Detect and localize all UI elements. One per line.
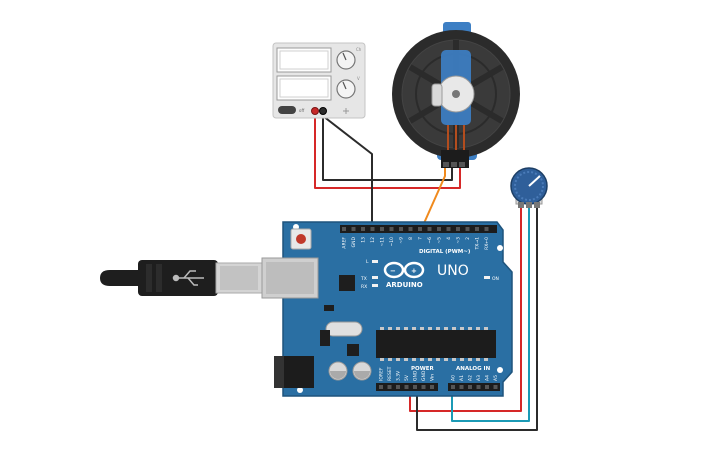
wire-pot-black[interactable] bbox=[416, 203, 538, 431]
analog-pin-label: A4 bbox=[485, 375, 491, 381]
knob1-label: Ch bbox=[356, 47, 362, 52]
arduino-uno-board[interactable]: L TX RX ON − + ARDUINO UNO DIGITAL (PWM~… bbox=[261, 221, 513, 397]
digital-pin-socket[interactable] bbox=[418, 227, 422, 231]
power-pin-socket[interactable] bbox=[387, 385, 392, 389]
digital-pin-socket[interactable] bbox=[361, 227, 365, 231]
digital-pin-socket[interactable] bbox=[351, 227, 356, 231]
digital-pin-socket[interactable] bbox=[465, 227, 470, 231]
wire-pot-red[interactable] bbox=[409, 203, 522, 412]
svg-text:+: + bbox=[411, 267, 417, 275]
digital-pin-label: ~5 bbox=[437, 237, 443, 244]
digital-pin-label: ~9 bbox=[399, 237, 405, 244]
power-pin-label: GND bbox=[413, 370, 419, 381]
power-switch[interactable] bbox=[278, 106, 296, 114]
digital-pin-label: RX←0 bbox=[484, 237, 490, 250]
analog-pin-label: A5 bbox=[493, 375, 499, 381]
digital-pin-socket[interactable] bbox=[408, 227, 413, 231]
digital-pin-socket[interactable] bbox=[370, 227, 375, 231]
potentiometer[interactable] bbox=[510, 167, 548, 208]
power-pin-socket[interactable] bbox=[379, 385, 383, 389]
digital-pin-socket[interactable] bbox=[446, 227, 451, 231]
digital-label: DIGITAL (PWM~) bbox=[419, 249, 471, 255]
model-label: UNO bbox=[437, 263, 469, 279]
power-label: POWER bbox=[411, 366, 435, 372]
digital-pin-socket[interactable] bbox=[380, 227, 384, 231]
digital-pin-socket[interactable] bbox=[437, 227, 441, 231]
crystal bbox=[325, 321, 363, 337]
digital-pin-socket[interactable] bbox=[456, 227, 460, 231]
digital-pin-label: 2 bbox=[465, 237, 471, 240]
power-pin-socket[interactable] bbox=[421, 385, 426, 389]
brand-label: ARDUINO bbox=[386, 281, 423, 289]
microcontroller-chip bbox=[376, 330, 496, 358]
digital-pin-label: GND bbox=[351, 236, 357, 247]
wire-supply-black[interactable] bbox=[322, 111, 373, 227]
analog-pin-socket[interactable] bbox=[485, 385, 489, 389]
digital-pin-label: 13 bbox=[361, 237, 367, 243]
wire-servo-signal[interactable] bbox=[420, 167, 446, 231]
digital-pin-label: AREF bbox=[342, 237, 348, 249]
digital-pin-label: 12 bbox=[370, 237, 376, 243]
digital-pin-socket[interactable] bbox=[475, 227, 479, 231]
tx-label: TX bbox=[360, 276, 367, 282]
digital-pin-label: 8 bbox=[408, 237, 414, 240]
knob2-label: V bbox=[357, 76, 360, 81]
arduino-logo-icon bbox=[383, 261, 425, 279]
digital-pin-label: ~6 bbox=[427, 237, 433, 244]
power-pin-label: Vin bbox=[430, 374, 436, 381]
power-pin-label: 3.3V bbox=[396, 370, 402, 381]
positive-terminal[interactable] bbox=[311, 107, 319, 115]
usb-cable[interactable] bbox=[100, 260, 263, 296]
analog-pin-label: A1 bbox=[459, 375, 465, 381]
negative-terminal[interactable] bbox=[319, 107, 327, 115]
l-label: L bbox=[366, 259, 369, 265]
digital-pin-socket[interactable] bbox=[342, 227, 346, 231]
analog-pin-label: A3 bbox=[476, 375, 482, 381]
digital-pin-socket[interactable] bbox=[389, 227, 394, 231]
rx-label: RX bbox=[361, 284, 367, 290]
digital-pin-label: TX→1 bbox=[475, 237, 481, 251]
power-pin-socket[interactable] bbox=[413, 385, 417, 389]
power-pin-label: IOREF bbox=[379, 367, 385, 381]
power-pin-label: RESET bbox=[387, 366, 393, 381]
analog-pin-socket[interactable] bbox=[493, 385, 498, 389]
digital-pin-label: 4 bbox=[446, 237, 452, 240]
wire-supply-red[interactable] bbox=[314, 111, 461, 189]
digital-pin-socket[interactable] bbox=[427, 227, 432, 231]
digital-pin-socket[interactable] bbox=[484, 227, 489, 231]
power-pin-socket[interactable] bbox=[396, 385, 400, 389]
usb-symbol-icon bbox=[172, 270, 204, 286]
switch-label: off bbox=[299, 108, 304, 113]
wire-supply-black-servo[interactable] bbox=[322, 117, 453, 181]
digital-pin-label: 7 bbox=[418, 237, 424, 240]
analog-pin-socket[interactable] bbox=[451, 385, 455, 389]
digital-pin-label: ~11 bbox=[380, 237, 386, 247]
analog-pin-label: A0 bbox=[451, 375, 457, 381]
analog-pin-socket[interactable] bbox=[459, 385, 464, 389]
analog-pin-label: A2 bbox=[468, 375, 474, 381]
digital-pin-socket[interactable] bbox=[399, 227, 403, 231]
analog-label: ANALOG IN bbox=[456, 366, 491, 372]
power-pin-socket[interactable] bbox=[404, 385, 409, 389]
analog-header bbox=[448, 383, 500, 391]
power-pin-label: GND bbox=[421, 370, 427, 381]
svg-text:−: − bbox=[390, 267, 396, 275]
digital-pin-label: ~10 bbox=[389, 237, 395, 247]
digital-pin-label: ~3 bbox=[456, 237, 462, 244]
servo-motor[interactable] bbox=[392, 22, 520, 168]
analog-pin-socket[interactable] bbox=[468, 385, 472, 389]
wire-pot-teal[interactable] bbox=[451, 203, 530, 422]
on-label: ON bbox=[492, 276, 499, 282]
power-pin-label: 5V bbox=[404, 374, 410, 381]
analog-pin-socket[interactable] bbox=[476, 385, 481, 389]
power-pin-socket[interactable] bbox=[430, 385, 434, 389]
power-supply[interactable]: Ch V off bbox=[272, 42, 366, 119]
